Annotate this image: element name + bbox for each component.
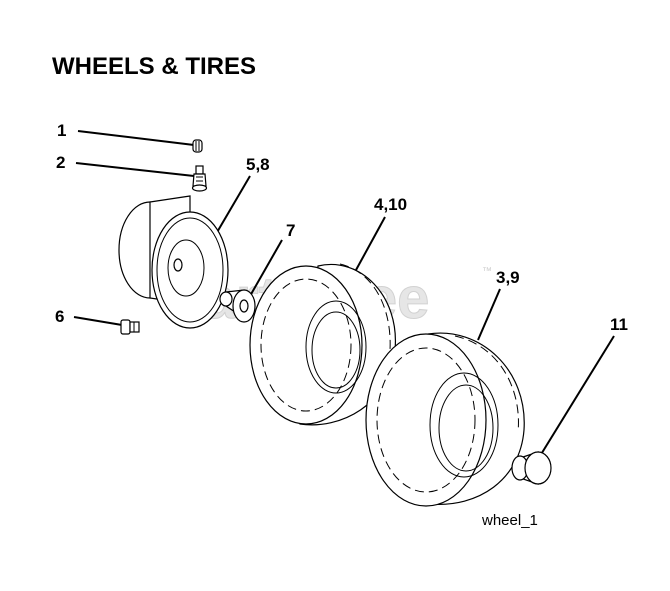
callout-3-9: 3,9 [496,268,520,287]
callout-4-10: 4,10 [374,195,407,214]
figure-id: wheel_1 [481,512,538,529]
callout-2: 2 [56,153,65,172]
diagram-title: WHEELS & TIRES [52,53,256,80]
callout-labels: 1 2 5,8 7 4,10 3,9 6 11 [55,121,628,334]
leader-line-11 [539,335,615,457]
leader-line-7 [249,239,283,297]
leader-line-3-9 [477,288,501,341]
callout-1: 1 [57,121,66,140]
hub-cap-part [511,451,552,485]
leader-line-5-8 [215,175,251,235]
wheel-rim-part [118,195,229,329]
valve-cap-part [192,139,203,153]
bushing-part [219,289,256,323]
callout-11: 11 [610,315,628,334]
leader-line-6 [73,316,123,326]
callout-7: 7 [286,221,295,240]
callout-5-8: 5,8 [246,155,270,174]
outer-tire-part [365,332,525,507]
leader-line-2 [75,162,195,177]
leader-line-1 [77,130,195,146]
callout-6: 6 [55,307,64,326]
leader-line-4-10 [355,216,386,271]
bolt-part [120,319,140,335]
leader-lines [73,130,615,457]
valve-stem-part [191,165,208,192]
watermark-trademark: ™ [482,266,492,277]
